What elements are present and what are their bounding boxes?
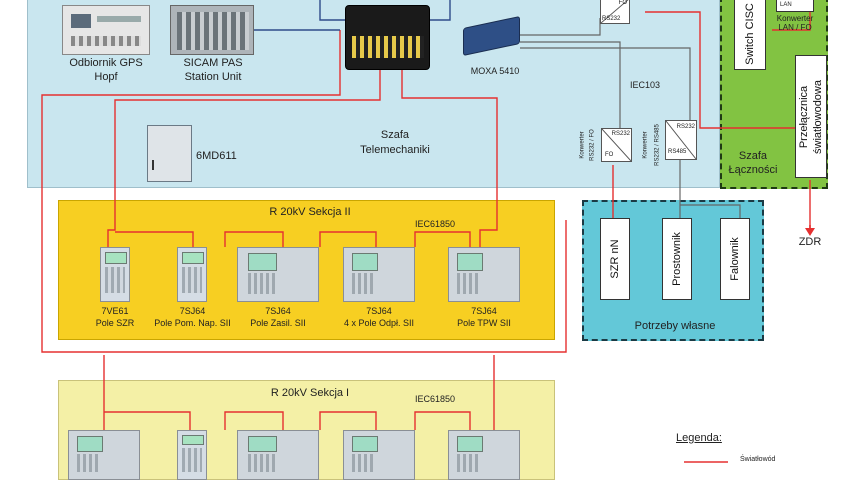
sekcja1-relay-1 [68, 430, 140, 480]
relay-7sj64-tpw [448, 247, 520, 302]
telemechanika-label-1: Szafa [380, 129, 410, 141]
legend-fiber-label: Światłowód [740, 456, 776, 463]
sekcja2-protocol: IEC61850 [414, 219, 456, 229]
lan-converter-box: LAN [776, 0, 814, 12]
converter-rs232-fo: RS232 FO [601, 128, 632, 162]
iec103-label: IEC103 [629, 80, 661, 90]
potrzeby-title: Potrzeby własne [634, 320, 716, 332]
lan-fo-label-2: LAN / FO [778, 23, 812, 32]
falownik-label: Falownik [729, 237, 741, 281]
serial-lines [520, 18, 741, 218]
prostownik-label: Prostownik [671, 232, 683, 286]
switch-cisco-box: Switch CISC [734, 0, 766, 70]
relay5-name: Pole TPW SII [457, 318, 511, 328]
lan-label: LAN [780, 2, 792, 8]
converter2-caption-1: Konwerter [642, 131, 649, 159]
converter2-top-right: RS232 [676, 124, 695, 130]
top-converter-rs: RS232 [602, 16, 621, 22]
relay4-code: 7SJ64 [366, 306, 392, 316]
gps-sublabel: Hopf [94, 71, 118, 83]
relay1-name: Pole SZR [95, 318, 135, 328]
converter2-caption: Konwerter RS232 / RS485 [640, 118, 664, 172]
gps-label: Odbiornik GPS [69, 57, 143, 69]
sicam-label: SICAM PAS [183, 57, 243, 69]
sekcja1-relay-2 [177, 430, 207, 480]
converter2-caption-2: RS232 / RS485 [654, 124, 661, 166]
gps-device [62, 5, 150, 55]
relay-7sj64-pom [177, 247, 207, 302]
zdr-label: ZDR [798, 236, 822, 248]
lan-fo-label-1: Konwerter [776, 14, 814, 23]
converter1-caption-1: Konwerter [579, 131, 586, 159]
przelacznica-label-1: Przełącznica [798, 85, 810, 148]
szr-nn-label: SZR nN [609, 239, 621, 279]
sekcja1-relay-4 [343, 430, 415, 480]
converter-rs232-rs485: RS232 RS485 [665, 120, 697, 160]
relay3-code: 7SJ64 [265, 306, 291, 316]
sekcja1-title: R 20kV Sekcja I [270, 387, 350, 399]
relay3-name: Pole Zasil. SII [250, 318, 306, 328]
sekcja1-relay-5 [448, 430, 520, 480]
lacznosc-label-1: Szafa [738, 150, 768, 162]
converter1-caption-2: RS232 / FO [589, 129, 596, 161]
szr-nn-box: SZR nN [600, 218, 630, 300]
moxa-label: MOXA 5410 [470, 66, 520, 76]
relay4-name: 4 x Pole Odpł. SII [343, 318, 415, 328]
sekcja1-protocol: IEC61850 [414, 394, 456, 404]
top-converter-fo: FO [618, 0, 627, 6]
top-converter: FO RS232 [600, 0, 630, 24]
switch-cisco-label: Switch CISC [744, 3, 756, 65]
falownik-box: Falownik [720, 218, 750, 300]
relay2-code: 7SJ64 [179, 306, 206, 316]
relay-7ve61 [100, 247, 130, 302]
zdr-arrow [805, 228, 815, 236]
legend-title: Legenda: [676, 432, 722, 444]
sekcja1-relay-3 [237, 430, 319, 480]
telemechanika-label-2: Telemechaniki [360, 144, 430, 156]
relay1-code: 7VE61 [101, 306, 129, 316]
6md611-device [147, 125, 192, 182]
sicam-device [170, 5, 254, 55]
przelacznica-label-2: światłowodowa [812, 79, 824, 154]
relay-7sj64-zasil [237, 247, 319, 302]
prostownik-box: Prostownik [662, 218, 692, 300]
converter1-caption: Konwerter RS232 / FO [577, 120, 601, 170]
converter2-bottom: RS485 [668, 149, 687, 155]
relay2-name: Pole Pom. Nap. SII [154, 318, 231, 328]
lacznosc-label-2: Łączności [728, 164, 778, 176]
sekcja2-title: R 20kV Sekcja II [269, 206, 351, 218]
converter1-bottom: FO [605, 152, 614, 158]
relay5-code: 7SJ64 [471, 306, 497, 316]
sicam-sublabel: Station Unit [184, 71, 242, 83]
switch-device [345, 5, 430, 70]
przelacznica-box: Przełącznica światłowodowa [795, 55, 827, 178]
relay-7sj64-odpl [343, 247, 415, 302]
fiber-lines [41, 0, 811, 430]
converter1-top: RS232 [611, 131, 630, 137]
6md611-label: 6MD611 [196, 150, 237, 162]
